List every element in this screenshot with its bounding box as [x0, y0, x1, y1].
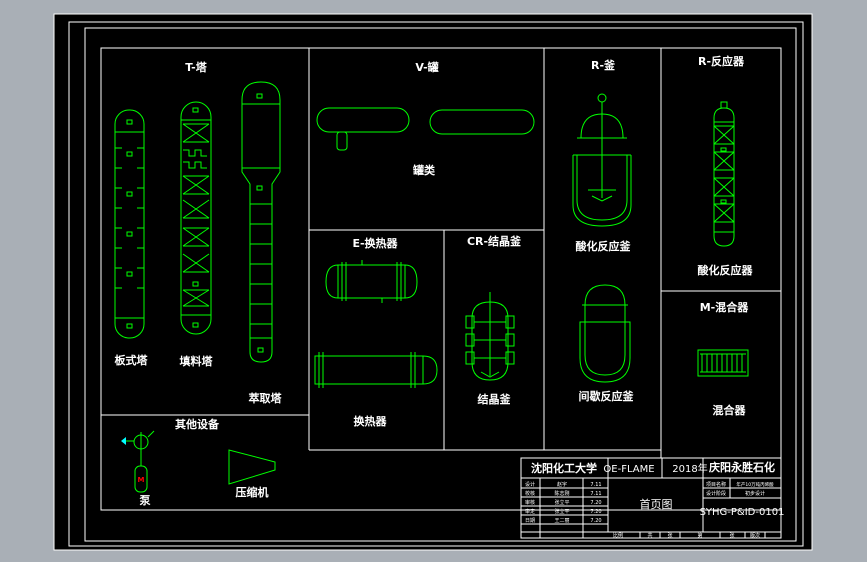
jacketed-kettle-symbol	[579, 284, 631, 383]
label-mixer: 混合器	[713, 403, 747, 417]
sheet-border	[53, 13, 813, 551]
label-stripper-tower: 萃取塔	[249, 391, 283, 405]
label-pump: 泵	[140, 494, 151, 507]
packed-tower-symbol	[180, 101, 212, 335]
compressor-symbol	[228, 449, 276, 485]
section-title-reactors: R-反应器	[698, 54, 745, 68]
svg-text:赵宇: 赵宇	[557, 481, 567, 488]
label-jacketed-kettle: 间歇反应釜	[579, 389, 635, 403]
section-title-mixers: M-混合器	[700, 300, 750, 314]
label-crystallizer: 结晶釜	[477, 392, 512, 406]
stirred-kettle-symbol	[572, 93, 632, 227]
title-block: 沈阳化工大学 OE-FLAME 2018年 庆阳永胜石化 首页图 SYHG-P&…	[520, 457, 785, 539]
pump-symbol: M	[121, 430, 155, 493]
title-university: 沈阳化工大学	[531, 461, 597, 475]
mixer-symbol	[697, 349, 749, 377]
label-heat-exchanger: 换热器	[354, 414, 388, 428]
svg-text:审核: 审核	[525, 499, 535, 506]
label-plate-tower: 板式塔	[115, 353, 149, 367]
svg-text:7.20: 7.20	[590, 509, 601, 515]
section-grid	[100, 47, 782, 511]
svg-text:张: 张	[729, 532, 734, 539]
svg-text:版次: 版次	[750, 532, 760, 539]
svg-text:陈志刚: 陈志刚	[554, 490, 569, 497]
title-right-table: 项目名称 年产10万吨丙烯酸 设计阶段 初步设计	[706, 481, 774, 497]
pump-inlet-arrow-icon	[121, 437, 126, 445]
label-tank: 罐类	[412, 163, 436, 177]
svg-text:设计阶段: 设计阶段	[706, 490, 726, 497]
svg-text:第: 第	[697, 532, 702, 539]
svg-text:日期: 日期	[525, 518, 535, 524]
tank-symbols	[316, 107, 535, 151]
pump-motor-letter: M	[138, 476, 145, 484]
title-project: 庆阳永胜石化	[708, 460, 775, 474]
svg-text:共: 共	[647, 532, 652, 539]
section-title-kettles: R-釜	[591, 58, 616, 72]
svg-text:年产10万吨丙烯酸: 年产10万吨丙烯酸	[736, 481, 774, 488]
section-title-crystallizer: CR-结晶釜	[467, 234, 522, 248]
title-left-table: 设计 赵宇 7.11 校核 陈志刚 7.11 审核 张立平 7.20 审定 张立…	[525, 481, 602, 524]
svg-text:7.20: 7.20	[590, 518, 601, 524]
section-title-towers: T-塔	[185, 60, 207, 74]
title-team: OE-FLAME	[603, 464, 654, 475]
svg-text:设计: 设计	[525, 481, 535, 488]
title-drawing-number: SYHG-P&ID-0101	[700, 507, 785, 518]
fixed-bed-reactor-symbol	[713, 101, 735, 247]
section-title-conveying: 其他设备	[175, 417, 220, 431]
crystallizer-symbol	[465, 292, 515, 381]
label-packed-tower: 填料塔	[180, 354, 214, 368]
svg-text:初步设计: 初步设计	[745, 490, 765, 497]
svg-text:王二丽: 王二丽	[554, 518, 569, 524]
svg-text:7.11: 7.11	[590, 482, 601, 488]
plate-tower-symbol	[114, 109, 145, 339]
inner-frame	[84, 27, 797, 542]
svg-text:7.11: 7.11	[590, 491, 601, 497]
label-stirred-kettle: 酸化反应釜	[576, 239, 632, 253]
label-fixed-bed-reactor: 酸化反应器	[698, 263, 754, 277]
outer-frame	[68, 21, 804, 547]
svg-text:校核: 校核	[525, 490, 535, 497]
svg-text:张立平: 张立平	[554, 508, 569, 515]
title-drawing-name: 首页图	[640, 497, 673, 511]
title-year: 2018年	[672, 462, 707, 475]
svg-text:比例: 比例	[613, 532, 623, 539]
svg-text:7.20: 7.20	[590, 500, 601, 506]
svg-text:审定: 审定	[525, 508, 535, 515]
svg-text:项目名称: 项目名称	[706, 481, 726, 488]
section-title-tanks: V-罐	[415, 60, 438, 74]
label-compressor: 压缩机	[236, 485, 269, 499]
heat-exchanger-symbols	[314, 260, 438, 388]
stripper-tower-symbol	[241, 81, 281, 363]
svg-text:张: 张	[667, 532, 672, 539]
section-title-heat-exchangers: E-换热器	[352, 236, 398, 250]
title-bottom-row: 比例 共 张 第 张 版次	[613, 532, 760, 539]
svg-text:张立平: 张立平	[554, 499, 569, 506]
